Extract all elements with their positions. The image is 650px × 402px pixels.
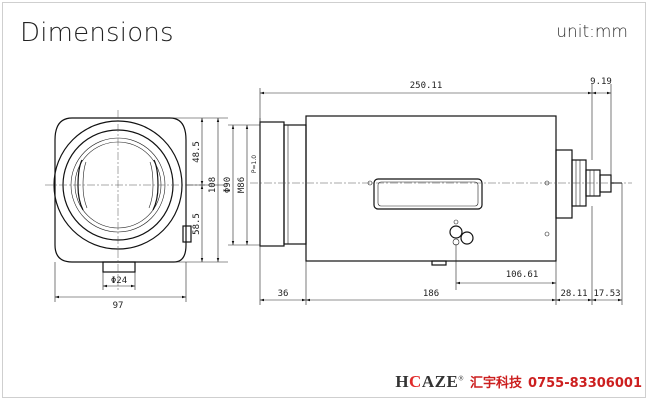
dim-106-61: 106.61 <box>506 270 539 280</box>
unit-label: unit:mm <box>556 22 628 42</box>
page-title: Dimensions <box>20 18 174 48</box>
front-view: 48.5 58.5 108 Φ90 M86 P=1.0 97 Φ24 <box>45 110 260 311</box>
dim-28-11: 28.11 <box>560 289 587 299</box>
footer-brand: HCAZE® 汇宇科技 0755-83306001 <box>395 372 642 392</box>
dim-9-19: 9.19 <box>590 77 612 87</box>
side-view: 250.11 9.19 106.61 36 186 28.11 17.53 <box>250 77 632 305</box>
phone-number: 0755-83306001 <box>528 376 642 391</box>
dim-36: 36 <box>278 289 289 299</box>
dim-pitch: P=1.0 <box>251 155 258 173</box>
dim-m86: M86 <box>237 177 247 193</box>
dim-186: 186 <box>423 289 439 299</box>
brand-logo: HCAZE® <box>395 372 465 391</box>
dim-250-11: 250.11 <box>410 81 443 91</box>
dim-108: 108 <box>208 177 218 193</box>
dim-phi-90: Φ90 <box>223 177 233 193</box>
dim-17-53: 17.53 <box>593 289 620 299</box>
dim-97: 97 <box>113 301 124 311</box>
dim-58-5: 58.5 <box>192 213 202 235</box>
company-name: 汇宇科技 <box>470 376 523 391</box>
dim-48-5: 48.5 <box>192 141 202 163</box>
drawing-frame <box>2 2 646 398</box>
dim-phi-24: Φ24 <box>111 276 127 286</box>
